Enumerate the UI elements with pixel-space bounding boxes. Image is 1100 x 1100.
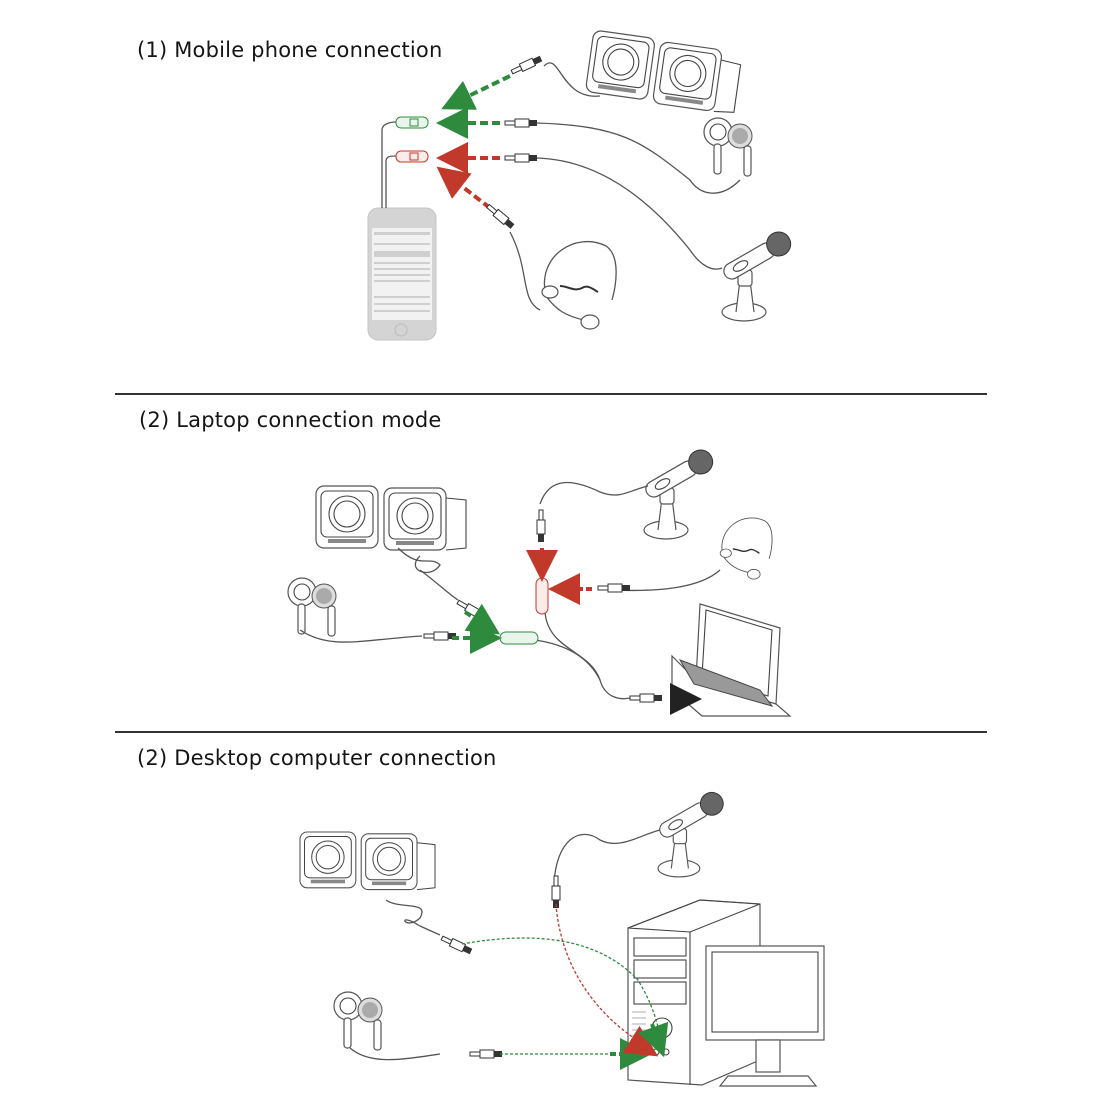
arrow-headset-to-mic-jack	[436, 166, 492, 210]
splitter-mic-jack	[395, 150, 429, 163]
splitter-headphone-jack	[499, 631, 539, 645]
arrow-speaker-to-tower	[638, 1021, 669, 1058]
section-title-desktop: (2) Desktop computer connection	[137, 746, 497, 770]
monitor-icon	[705, 945, 825, 1087]
section-desktop-diagram	[299, 787, 825, 1087]
speakers-icon	[299, 831, 436, 891]
section-title-laptop: (2) Laptop connection mode	[139, 408, 442, 432]
splitter-mic-jack	[535, 577, 549, 615]
headset-microphone-icon	[719, 517, 773, 580]
section-title-mobile: (1) Mobile phone connection	[137, 38, 443, 62]
section-laptop-diagram	[287, 445, 792, 717]
link-speaker-to-tower	[461, 937, 661, 1041]
headset-microphone-icon	[541, 240, 618, 330]
splitter-headphone-jack	[395, 116, 429, 129]
desktop-microphone-icon	[654, 787, 728, 878]
section-divider-1	[115, 393, 987, 395]
arrow-speaker-to-headphone	[441, 74, 511, 110]
earphones-icon	[287, 577, 337, 637]
desktop-microphone-icon	[718, 227, 796, 322]
section-divider-2	[115, 731, 987, 733]
earphones-icon	[703, 117, 753, 177]
earphones-icon	[333, 991, 383, 1051]
desktop-microphone-icon	[640, 445, 718, 540]
speakers-icon	[584, 29, 744, 115]
section-mobile-diagram	[367, 29, 796, 341]
speakers-icon	[315, 485, 467, 551]
mobile-phone	[367, 207, 437, 341]
